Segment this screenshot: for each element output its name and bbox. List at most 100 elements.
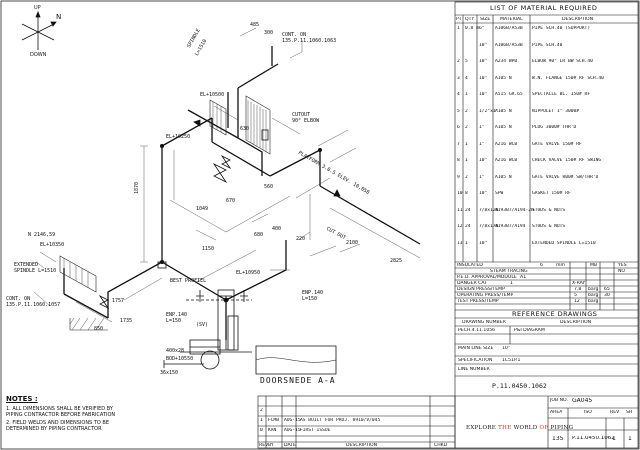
table-frame [257, 1, 639, 449]
cutout-hatching [59, 95, 271, 331]
enp-140b-label: ENP.140 [302, 290, 324, 296]
material-cell-material: A216 WCB [495, 141, 518, 147]
material-cell-material: A105 N [495, 174, 512, 180]
section-a-a-detail [163, 289, 337, 375]
material-cell-size: 1" [479, 141, 485, 147]
specification-value: 1C51P.1 [502, 358, 521, 363]
rev-header-date: DATE [284, 443, 296, 448]
dim-2100: 2100 [346, 240, 359, 246]
iso-value: P.11.0450.1062 [572, 436, 615, 441]
specification-label: SPECIFICATION [458, 358, 493, 363]
material-cell-desc: GATE VALVE 150# RF [532, 141, 582, 147]
area-label: AREA [550, 410, 563, 415]
dim-2825: 2825 [390, 258, 403, 264]
material-cell-pt: 12 [457, 224, 463, 229]
dim-1870: 1870 [134, 181, 140, 194]
extended-spindle-label: EXTENDED [14, 262, 39, 268]
yes-label: YES [618, 263, 627, 268]
dim-670: 670 [226, 198, 236, 204]
dimension-lines [75, 27, 421, 323]
iso-label: ISO [584, 410, 592, 415]
section-a-a-title: DOORSNEDE A-A [260, 376, 336, 385]
revision-cell-desc: FIRST ISSUE [300, 428, 331, 433]
insulated-label: INSULATED [457, 263, 483, 268]
material-cell-desc: EXTENDED SPINDLE L=1510 [532, 240, 596, 246]
compass-down-label: DOWN [30, 52, 47, 58]
material-cell-desc: GATE VALVE 800# SW/THR'D [532, 174, 599, 180]
material-cell-size: 7/8x170 [479, 224, 499, 229]
elevation-bottom: EL+10950 [236, 270, 261, 276]
material-cell-pt: 5 [457, 108, 460, 114]
material-cell-qty: 8 [465, 191, 468, 196]
material-cell-material: A193B7/A194 [495, 224, 526, 229]
danger-label: DANGER CAT [457, 281, 487, 286]
material-cell-size: 10" [479, 158, 488, 163]
material-cell-qty: 4 [465, 75, 468, 81]
dim-1735: 1735 [120, 318, 133, 324]
revision-cell-rev: 1 [260, 418, 263, 423]
dim-485: 485 [250, 22, 260, 28]
reference-col-desc: DESCRIPTION [560, 320, 592, 325]
compass-rose [21, 10, 57, 50]
rev-value: 1 [612, 436, 616, 441]
enp-140-dim: L=150 [166, 318, 182, 324]
material-cell-size: 1/2"x1" [479, 108, 499, 114]
cutout-label: CUTOUT [292, 112, 311, 118]
dim-560: 560 [264, 184, 274, 190]
cont-on-top-ref: 135.P.11.1060.1063 [282, 38, 337, 44]
rev-header-chkd: CHKD [434, 443, 448, 448]
material-cell-qty: 1 [465, 141, 468, 147]
material-cell-pt: 10 [457, 191, 463, 196]
mb-label: MB [590, 263, 598, 268]
revision-cell-rev: 0 [260, 428, 263, 433]
line-number-label: LINE NUMBER [458, 367, 490, 372]
revision-cell-by: KAN [268, 428, 277, 433]
material-cell-size: 6" [479, 26, 485, 31]
sv-label: (SV) [196, 322, 209, 328]
material-cell-material: A106B/A53B [495, 42, 523, 48]
material-cell-desc: NIPPOLET 1" 3000# [532, 108, 580, 114]
revision-cell-rev: 2 [260, 408, 263, 413]
tracing-label: STEAM TRACING [490, 269, 528, 274]
material-cell-desc: PIPE SCH.40 (SUPPORT) [532, 26, 591, 31]
enp-140b-dim: L=150 [302, 296, 318, 302]
material-cell-material: A515 GR.65 [495, 92, 523, 97]
insulated-value: 6 [540, 263, 543, 268]
notes-line-3: 2. FIELD WELDS AND DIMENSIONS TO BE [6, 420, 109, 426]
material-cell-qty: 5 [465, 59, 468, 64]
reference-title: REFERENCE DRAWINGS [512, 310, 598, 318]
approval-value: A1 [520, 275, 527, 280]
operating-label: OPERATING PRESS/TEMP [457, 293, 514, 298]
material-cell-material: A234 WPB [495, 59, 518, 64]
material-cell-pt: 4 [457, 92, 460, 97]
rev-label: REV [610, 410, 620, 415]
material-cell-pt: 2 [457, 59, 460, 64]
material-cell-desc: STUDS & NUTS [532, 207, 566, 213]
dim-400: 400 [272, 226, 282, 232]
material-cell-desc: STUDS & NUTS [532, 224, 566, 229]
material-cell-desc: CHECK VALVE 150# RF SWING [532, 158, 602, 163]
compass-north-label: N [56, 13, 62, 21]
material-cell-qty: 1 [465, 240, 468, 246]
xray-label: X-RAY [572, 281, 586, 286]
extended-spindle-dim: SPINDLE L=1510 [14, 268, 57, 274]
elevation-mid: EL+10250 [166, 134, 191, 140]
col-header-pt: PT [456, 17, 462, 22]
col-header-size: SIZE [480, 17, 491, 22]
notes-title: NOTES : [6, 395, 38, 403]
col-header-material: MATERIAL [500, 17, 523, 22]
material-cell-desc: PIPE SCH.40 [532, 42, 563, 48]
enp-140-label: ENP.140 [166, 312, 188, 318]
material-cell-pt: 13 [457, 240, 463, 246]
job-no-value: GA045 [572, 398, 593, 403]
cutout-elbow-label: 90° ELBOW [292, 118, 320, 124]
no-label: NO [618, 269, 626, 274]
material-cell-pt: 8 [457, 158, 460, 163]
material-cell-desc: SPECTACLE BL. 150# RF [532, 92, 591, 97]
leader-lines [33, 129, 361, 307]
material-cell-size: 10" [479, 92, 488, 97]
material-cell-qty: 2 [465, 125, 468, 130]
cont-on-left: CONT. ON [6, 296, 31, 302]
sheet-label: SH [626, 410, 633, 415]
